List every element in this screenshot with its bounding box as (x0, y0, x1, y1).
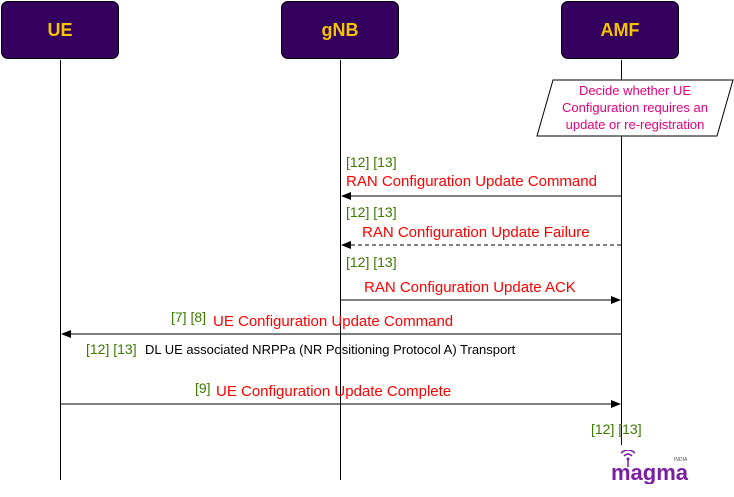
actor-gnb: gNB (281, 1, 399, 59)
svg-text:INDIA: INDIA (674, 457, 688, 463)
message-2-ref: [12] [13] (346, 204, 397, 220)
message-6-label: UE Configuration Update Complete (216, 383, 452, 400)
actor-gnb-label: gNB (321, 19, 359, 40)
message-3-ref: [12] [13] (346, 254, 397, 270)
lifeline-gnb (340, 60, 341, 480)
actor-ue-label: UE (47, 19, 73, 40)
message-5-ref: [12] [13] (86, 341, 137, 357)
note-line-2: Configuration requires an (562, 100, 708, 115)
note-parallelogram (536, 79, 734, 137)
actor-ue: UE (1, 1, 119, 59)
message-6-ref: [9] (195, 380, 211, 396)
message-3-label: RAN Configuration Update ACK (364, 279, 576, 296)
message-4-ref: [7] [8] (171, 309, 207, 325)
message-1-label: RAN Configuration Update Command (346, 173, 597, 190)
note-text: Decide whether UE Configuration requires… (540, 82, 730, 133)
actor-amf: AMF (561, 1, 679, 59)
magma-logo-icon: magma INDIA (611, 449, 689, 485)
actor-amf-label: AMF (600, 19, 640, 40)
note-line-1: Decide whether UE (579, 83, 691, 98)
message-1-ref: [12] [13] (346, 154, 397, 170)
lifeline-amf (621, 60, 622, 445)
message-5-label: DL UE associated NRPPa (NR Positioning P… (145, 342, 516, 357)
svg-text:magma: magma (611, 460, 689, 484)
magma-logo: magma INDIA (610, 449, 690, 485)
footer-ref: [12] [13] (591, 421, 642, 437)
note-line-3: update or re-registration (565, 117, 705, 132)
lifeline-ue (60, 60, 61, 480)
message-2-label: RAN Configuration Update Failure (362, 224, 590, 241)
message-4-label: UE Configuration Update Command (213, 313, 454, 330)
